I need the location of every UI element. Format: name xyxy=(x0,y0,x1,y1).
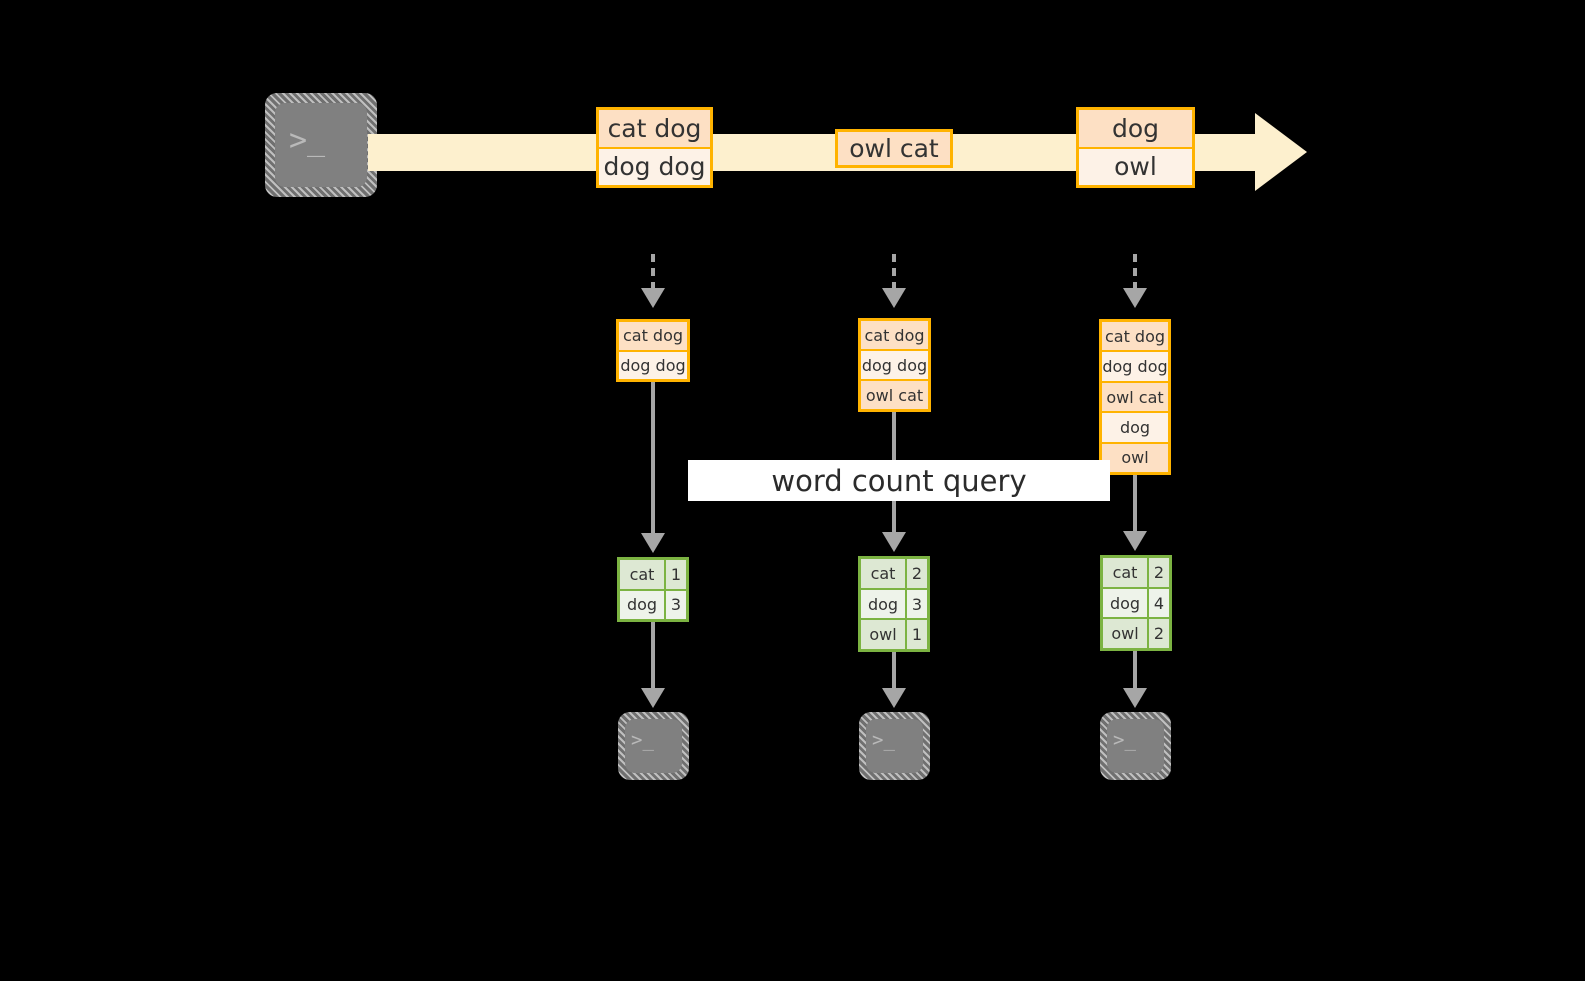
snapshot-1-result-table: cat 1 dog 3 xyxy=(617,557,689,622)
result-count: 2 xyxy=(1147,619,1169,649)
result-count: 4 xyxy=(1147,588,1169,618)
snapshot-2-sink-arrowhead xyxy=(882,688,906,708)
result-row: owl 2 xyxy=(1103,617,1169,649)
source-terminal-icon: >_ xyxy=(265,93,377,197)
snapshot-1-tap-line xyxy=(651,254,655,290)
result-word: cat xyxy=(861,559,905,588)
stream-record-line: owl cat xyxy=(838,132,950,165)
snapshot-3-accumulated-rows: cat dog dog dog owl cat dog owl xyxy=(1099,319,1171,475)
stream-record-line: dog xyxy=(1079,110,1192,147)
stream-record-3: dog owl xyxy=(1076,107,1195,188)
result-count: 1 xyxy=(664,560,686,589)
result-row: dog 3 xyxy=(861,587,927,619)
result-word: dog xyxy=(861,589,905,619)
snapshot-2-query-arrowhead xyxy=(882,532,906,552)
snapshot-2-accumulated-rows: cat dog dog dog owl cat xyxy=(858,318,931,412)
result-word: owl xyxy=(861,620,905,650)
terminal-prompt-glyph: >_ xyxy=(289,123,326,158)
snapshot-3-sink-line xyxy=(1133,651,1137,690)
result-count: 2 xyxy=(905,559,927,588)
accumulated-row: owl cat xyxy=(861,379,928,409)
result-row: dog 4 xyxy=(1103,586,1169,618)
stream-record-1: cat dog dog dog xyxy=(596,107,713,188)
snapshot-2-sink-line xyxy=(892,652,896,690)
accumulated-row: owl cat xyxy=(1102,380,1168,412)
terminal-prompt-glyph: >_ xyxy=(872,729,895,751)
terminal-face xyxy=(275,103,367,187)
snapshot-2-tap-line xyxy=(892,254,896,290)
event-stream-arrow-head xyxy=(1255,113,1307,191)
snapshot-3-tap-arrowhead xyxy=(1123,288,1147,308)
accumulated-row: dog dog xyxy=(861,349,928,379)
snapshot-3-result-table: cat 2 dog 4 owl 2 xyxy=(1100,555,1172,651)
result-word: dog xyxy=(1103,588,1147,618)
snapshot-1-sink-arrowhead xyxy=(641,688,665,708)
result-word: dog xyxy=(620,590,664,619)
result-row: cat 2 xyxy=(1103,558,1169,587)
snapshot-2-tap-arrowhead xyxy=(882,288,906,308)
snapshot-3-query-line xyxy=(1133,475,1137,533)
result-count: 2 xyxy=(1147,558,1169,587)
terminal-face xyxy=(1107,719,1164,773)
snapshot-1-tap-arrowhead xyxy=(641,288,665,308)
accumulated-row: dog xyxy=(1102,411,1168,442)
snapshot-1-sink-terminal-icon: >_ xyxy=(618,712,689,780)
stream-record-2: owl cat xyxy=(835,129,953,168)
stream-record-line: owl xyxy=(1079,146,1192,185)
snapshot-3-sink-terminal-icon: >_ xyxy=(1100,712,1171,780)
snapshot-3-query-arrowhead xyxy=(1123,531,1147,551)
snapshot-3-tap-line xyxy=(1133,254,1137,290)
result-row: cat 2 xyxy=(861,559,927,588)
snapshot-1-query-line xyxy=(651,382,655,535)
stream-record-line: cat dog xyxy=(599,110,710,147)
snapshot-2-result-table: cat 2 dog 3 owl 1 xyxy=(858,556,930,652)
snapshot-2-sink-terminal-icon: >_ xyxy=(859,712,930,780)
accumulated-row: cat dog xyxy=(1102,322,1168,351)
result-row: dog 3 xyxy=(620,588,686,619)
result-count: 3 xyxy=(905,589,927,619)
result-word: cat xyxy=(620,560,664,589)
terminal-prompt-glyph: >_ xyxy=(631,729,654,751)
snapshot-1-sink-line xyxy=(651,622,655,690)
snapshot-3-sink-arrowhead xyxy=(1123,688,1147,708)
accumulated-row: cat dog xyxy=(619,322,687,350)
accumulated-row: cat dog xyxy=(861,321,928,349)
snapshot-1-accumulated-rows: cat dog dog dog xyxy=(616,319,690,382)
terminal-face xyxy=(625,719,682,773)
result-word: cat xyxy=(1103,558,1147,587)
accumulated-row: dog dog xyxy=(619,349,687,379)
result-count: 3 xyxy=(664,590,686,619)
accumulated-row: owl xyxy=(1102,441,1168,473)
result-row: cat 1 xyxy=(620,560,686,589)
word-count-query-label: word count query xyxy=(688,460,1110,501)
terminal-face xyxy=(866,719,923,773)
snapshot-1-query-arrowhead xyxy=(641,533,665,553)
stream-record-line: dog dog xyxy=(599,146,710,185)
result-count: 1 xyxy=(905,620,927,650)
result-word: owl xyxy=(1103,619,1147,649)
terminal-prompt-glyph: >_ xyxy=(1113,729,1136,751)
accumulated-row: dog dog xyxy=(1102,350,1168,381)
result-row: owl 1 xyxy=(861,618,927,650)
